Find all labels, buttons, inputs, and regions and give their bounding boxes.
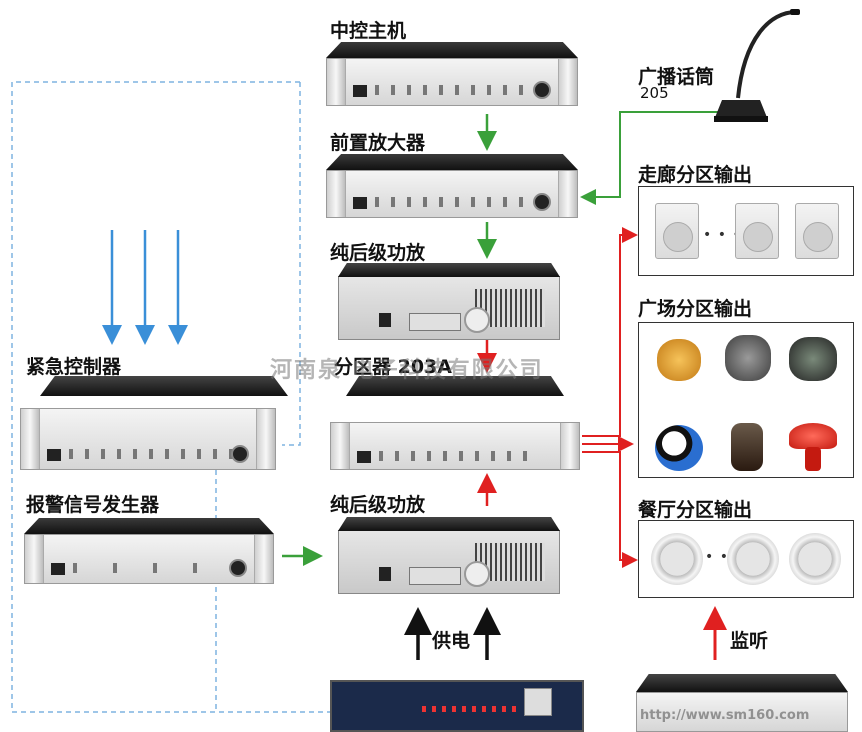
- label-zone-corridor: 走廊分区输出: [638, 164, 753, 186]
- power-amp-bottom-device: [338, 517, 560, 594]
- label-power-amp-bottom: 纯后级功放: [330, 494, 426, 516]
- microphone-icon: [714, 9, 800, 122]
- splitter-rack-top: [346, 376, 564, 396]
- mushroom-speaker-icon: [789, 423, 837, 449]
- label-splitter: 分区器 203A: [334, 356, 452, 378]
- zone-square-box: [638, 322, 854, 478]
- wall-speaker-icon: [735, 203, 779, 259]
- power-sequencer-device: [330, 680, 584, 732]
- ceiling-speaker-icon: [789, 533, 841, 585]
- rock-speaker-icon: [789, 337, 837, 381]
- preamp-device: [326, 154, 578, 218]
- power-amp-top-device: [338, 263, 560, 340]
- label-monitor: 监听: [730, 630, 769, 652]
- dashed-control-line: [282, 82, 301, 446]
- dashed-control-line: [11, 81, 330, 713]
- rock-speaker-icon: [725, 335, 771, 381]
- label-mic: 广播话筒: [638, 66, 715, 88]
- stump-speaker-icon: [731, 423, 763, 471]
- label-alarm: 报警信号发生器: [26, 494, 160, 516]
- panda-speaker-icon: [655, 425, 703, 471]
- zone-corridor-box: • • • • •: [638, 186, 854, 276]
- label-emergency: 紧急控制器: [26, 356, 122, 378]
- emergency-controller-device: [20, 408, 276, 470]
- label-preamp: 前置放大器: [330, 132, 426, 154]
- green-arrow: [580, 111, 720, 205]
- red-arrow: [582, 227, 638, 437]
- label-mic-model: 205: [640, 84, 669, 102]
- wall-speaker-icon: [655, 203, 699, 259]
- ceiling-speaker-icon: [727, 533, 779, 585]
- label-power-supply: 供电: [432, 630, 471, 652]
- watermark: 河南泉 电子科技有限公司: [270, 358, 544, 383]
- label-zone-restaurant: 餐厅分区输出: [638, 499, 753, 521]
- splitter-device: [330, 422, 580, 470]
- ceiling-speaker-icon: [651, 533, 703, 585]
- label-central-host: 中控主机: [330, 20, 407, 42]
- central-host-device: [326, 42, 578, 106]
- red-arrow: [582, 451, 638, 568]
- label-power-amp-top: 纯后级功放: [330, 242, 426, 264]
- emergency-rack-top: [40, 376, 288, 396]
- zone-restaurant-box: • • • • •: [638, 520, 854, 598]
- alarm-generator-device: [24, 518, 274, 584]
- source-url: http://www.sm160.com: [640, 708, 810, 723]
- wall-speaker-icon: [795, 203, 839, 259]
- rock-speaker-icon: [657, 339, 701, 381]
- monitor-device: [636, 674, 848, 732]
- label-zone-square: 广场分区输出: [638, 298, 753, 320]
